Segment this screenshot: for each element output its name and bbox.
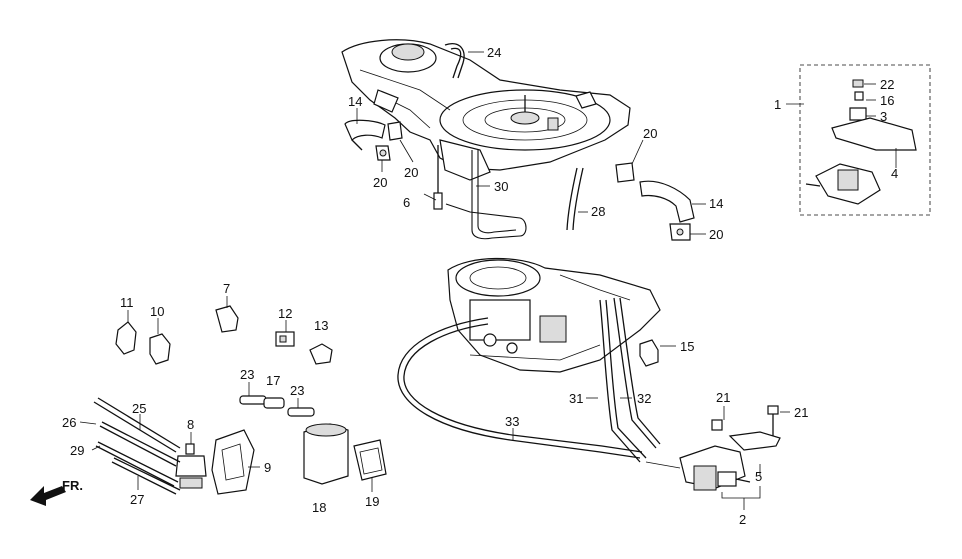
callout-21-b: 21 — [794, 405, 808, 420]
air-cleaner-assembly — [341, 39, 631, 181]
callout-8: 8 — [187, 417, 194, 432]
bracket-19 — [353, 439, 387, 481]
callout-14-right: 14 — [709, 196, 723, 211]
callout-32: 32 — [637, 391, 651, 406]
callout-27: 27 — [130, 492, 144, 507]
callout-20-a: 20 — [373, 175, 387, 190]
callout-14-left: 14 — [348, 94, 362, 109]
callout-4: 4 — [891, 166, 898, 181]
canister-18 — [303, 423, 349, 485]
callout-16: 16 — [880, 93, 894, 108]
callout-18: 18 — [312, 500, 326, 515]
callout-29: 29 — [70, 443, 84, 458]
callout-31: 31 — [569, 391, 583, 406]
valve-8 — [175, 443, 207, 489]
assembly-1-box — [799, 64, 931, 216]
carburetor-assembly — [447, 257, 661, 373]
clip-7 — [215, 305, 239, 333]
hose-28 — [566, 167, 584, 231]
callout-33: 33 — [505, 414, 519, 429]
callout-30: 30 — [494, 179, 508, 194]
callout-28: 28 — [591, 204, 605, 219]
callout-3: 3 — [880, 109, 887, 124]
callout-12: 12 — [278, 306, 292, 321]
callout-2: 2 — [739, 512, 746, 527]
connector-13 — [309, 343, 333, 365]
callout-9: 9 — [264, 460, 271, 475]
clip-10 — [149, 333, 171, 365]
callout-20-d: 20 — [709, 227, 723, 242]
connector-12 — [275, 331, 295, 347]
front-direction-arrow: FR. — [30, 478, 83, 506]
callout-7: 7 — [223, 281, 230, 296]
callout-20-c: 20 — [643, 126, 657, 141]
hoses-31-32 — [599, 297, 661, 463]
clip-11 — [115, 321, 137, 355]
hose-14-left — [344, 119, 386, 151]
bracket-9 — [211, 429, 255, 495]
callout-17: 17 — [266, 373, 280, 388]
callout-25: 25 — [132, 401, 146, 416]
callout-6: 6 — [403, 195, 410, 210]
callout-13: 13 — [314, 318, 328, 333]
callout-11: 11 — [120, 295, 134, 310]
callout-21-a: 21 — [716, 390, 730, 405]
leader-lines — [79, 51, 897, 510]
vacuum-line-6-30 — [433, 145, 527, 240]
callout-23-b: 23 — [290, 383, 304, 398]
clip-15 — [639, 339, 659, 367]
valve-assembly-2 — [645, 405, 781, 491]
callout-20-b: 20 — [404, 165, 418, 180]
callout-26: 26 — [62, 415, 76, 430]
callout-24: 24 — [487, 45, 501, 60]
hose-24 — [444, 43, 465, 79]
callout-19: 19 — [365, 494, 379, 509]
callout-23-a: 23 — [240, 367, 254, 382]
callout-10: 10 — [150, 304, 164, 319]
callout-labels: 24 14 20 20 30 6 28 20 14 20 1 22 16 3 4… — [62, 45, 898, 527]
callout-15: 15 — [680, 339, 694, 354]
direction-label: FR. — [62, 478, 83, 493]
callout-5: 5 — [755, 469, 762, 484]
hoses-25-26-27-29 — [93, 397, 181, 495]
fittings-17-23 — [239, 395, 315, 417]
hose-33 — [397, 317, 643, 459]
hose-14-right — [615, 162, 695, 241]
callout-22: 22 — [880, 77, 894, 92]
clamp-20-left — [375, 121, 403, 161]
callout-1: 1 — [774, 97, 781, 112]
